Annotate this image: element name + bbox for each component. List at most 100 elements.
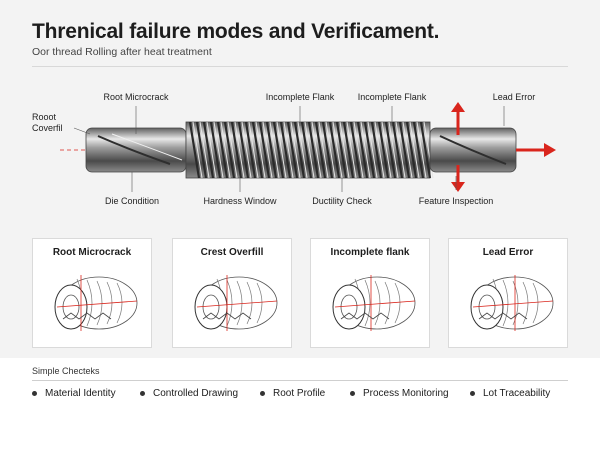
leader-lines — [73, 106, 505, 192]
label-feature-inspection: Feature Inspection — [419, 196, 494, 206]
bar-section-illustration — [470, 275, 554, 331]
thread-crest-highlight — [346, 121, 357, 179]
thread-root-line — [321, 121, 334, 179]
bullet-icon — [350, 391, 355, 396]
thread-crest-highlight — [283, 121, 294, 179]
thread-crest-highlight — [255, 121, 266, 179]
thread-root-line — [356, 121, 369, 179]
check-item-process-monitoring: Process Monitoring — [350, 388, 449, 399]
bar-end-face — [470, 284, 504, 330]
thread-root-line — [370, 121, 383, 179]
thread-crest-highlight — [416, 121, 427, 179]
thread-crest-highlight — [381, 121, 392, 179]
thread-root-line — [272, 121, 285, 179]
thread-crest-highlight — [276, 121, 287, 179]
thread-profile — [340, 312, 390, 320]
thread-root-line — [405, 121, 418, 179]
thread-root-line — [265, 121, 278, 179]
bar-core — [202, 294, 220, 320]
label-incomplete-flank-2: Incomplete Flank — [358, 92, 427, 102]
thread-ring-line — [96, 280, 103, 326]
bar-end-face — [332, 284, 366, 330]
thread-ring-line — [236, 280, 243, 326]
bar-section-illustration — [332, 275, 416, 331]
thread-profile — [62, 312, 112, 320]
check-item-root-profile: Root Profile — [260, 388, 325, 399]
thread-root-line — [202, 121, 215, 179]
thread-root-line — [384, 121, 397, 179]
thread-root-line — [258, 121, 271, 179]
thread-crest-highlight — [374, 121, 385, 179]
check-item-label: Root Profile — [273, 388, 326, 399]
label-ductility-check: Ductility Check — [312, 196, 372, 206]
thread-crest-highlight — [402, 121, 413, 179]
check-item-material-identity: Material Identity — [32, 388, 116, 399]
panel-incomplete-flank: Incomplete flank — [310, 238, 430, 348]
thread-root-line — [419, 121, 432, 179]
thread-root-line — [286, 121, 299, 179]
flute-groove-right — [439, 135, 507, 165]
thread-crest-highlight — [409, 121, 420, 179]
bar-section-illustration — [194, 275, 278, 331]
thread-crest-highlight — [367, 121, 378, 179]
check-item-lot-traceability: Lot Traceability — [470, 388, 550, 399]
thread-crest-highlight — [220, 121, 231, 179]
bar-core — [62, 294, 80, 320]
divider — [32, 380, 568, 381]
check-item-controlled-drawing: Controlled Drawing — [140, 388, 238, 399]
bar-core — [478, 294, 496, 320]
defect-marker-line — [472, 300, 554, 308]
thread-root-line — [335, 121, 348, 179]
thread-crest-highlight — [262, 121, 273, 179]
thread-crest-highlight — [241, 121, 252, 179]
panel-title: Lead Error — [482, 247, 534, 258]
thread-crest-highlight — [318, 121, 329, 179]
thread-crest-highlight — [234, 121, 245, 179]
thread-crests — [188, 121, 434, 179]
check-item-label: Controlled Drawing — [153, 388, 239, 399]
thread-root-line — [244, 121, 257, 179]
thread-crest-highlight — [325, 121, 336, 179]
label-incomplete-flank-1: Incomplete Flank — [266, 92, 335, 102]
panel-title: Root Microcrack — [52, 247, 132, 258]
panel-root-microcrack: Root Microcrack — [32, 238, 152, 348]
thread-root-line — [251, 121, 264, 179]
label-root-overfill-line2: Coverfil — [32, 123, 63, 133]
bullet-icon — [470, 391, 475, 396]
check-item-label: Material Identity — [45, 388, 116, 399]
thread-crest-highlight — [311, 121, 322, 179]
divider — [32, 66, 568, 67]
checks-heading: Simple Checteks — [32, 366, 100, 376]
thread-ring-line — [86, 279, 93, 327]
page-title: Threnical failure modes and Verificament… — [32, 20, 440, 43]
panel-crest-overfill: Crest Overfill — [172, 238, 292, 348]
defect-marker-line — [56, 300, 138, 308]
thread-root-line — [279, 121, 292, 179]
label-hardness-window: Hardness Window — [203, 196, 277, 206]
thread-ring-line — [364, 279, 371, 327]
thread-crest-highlight — [304, 121, 315, 179]
bullet-icon — [260, 391, 265, 396]
label-root-microcrack: Root Microcrack — [103, 92, 169, 102]
thread-root-line — [300, 121, 313, 179]
thread-crest-highlight — [192, 121, 203, 179]
defect-marker-line — [196, 300, 278, 308]
thread-root-line — [363, 121, 376, 179]
thread-crest-highlight — [269, 121, 280, 179]
label-die-condition: Die Condition — [105, 196, 159, 206]
thread-root-line — [377, 121, 390, 179]
thread-ring-line — [394, 282, 401, 324]
thread-crest-highlight — [213, 121, 224, 179]
thread-profile — [478, 312, 528, 320]
bullet-icon — [32, 391, 37, 396]
label-lead-error: Lead Error — [493, 92, 536, 102]
bar-end-face — [54, 284, 88, 330]
thread-root-line — [216, 121, 229, 179]
thread-root-line — [314, 121, 327, 179]
thread-crest-highlight — [353, 121, 364, 179]
check-item-label: Process Monitoring — [363, 388, 449, 399]
page-subtitle: Oor thread Rolling after heat treatment — [32, 46, 212, 58]
thread-crest-highlight — [290, 121, 301, 179]
simple-checks-section: Simple Checteks Material Identity Contro… — [0, 358, 600, 450]
shank-left — [85, 127, 187, 173]
